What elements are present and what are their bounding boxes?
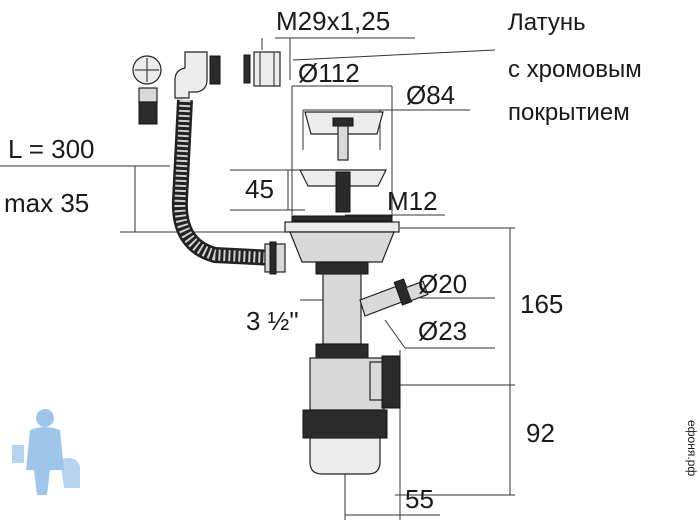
plumber-mascot-icon — [12, 409, 80, 495]
hose-length-label: L = 300 — [8, 134, 95, 164]
material-label-line2: с хромовым — [508, 56, 642, 83]
inch-label: 3 ½" — [246, 306, 299, 336]
thread-label: M29x1,25 — [276, 6, 390, 36]
watermark-text: ефоня.рф — [685, 420, 699, 476]
diameter-20-label: Ø20 — [418, 269, 467, 299]
height-92-label: 92 — [526, 418, 555, 448]
labels: M29x1,25 Латунь с хромовым покрытием Ø11… — [4, 6, 699, 514]
grate-connector-part — [132, 55, 162, 125]
dimension-lines — [0, 37, 515, 520]
corrugated-hose — [171, 99, 286, 275]
strainer-basket — [299, 111, 387, 213]
max-label: max 35 — [4, 188, 89, 218]
diameter-84-label: Ø84 — [406, 80, 455, 110]
diameter-112-label: Ø112 — [298, 58, 360, 88]
height-165-label: 165 — [520, 289, 563, 319]
sink-outlet — [284, 215, 400, 345]
side-inlet — [359, 278, 429, 317]
width-55-label: 55 — [405, 484, 434, 514]
material-label-line1: Латунь — [508, 9, 586, 36]
overflow-elbow-part — [174, 51, 221, 99]
nut-part — [243, 51, 281, 87]
height-45-label: 45 — [245, 174, 274, 204]
diameter-23-label: Ø23 — [418, 316, 467, 346]
m12-label: M12 — [387, 186, 438, 216]
bottle-trap — [302, 343, 401, 475]
material-label-line3: покрытием — [508, 99, 630, 126]
